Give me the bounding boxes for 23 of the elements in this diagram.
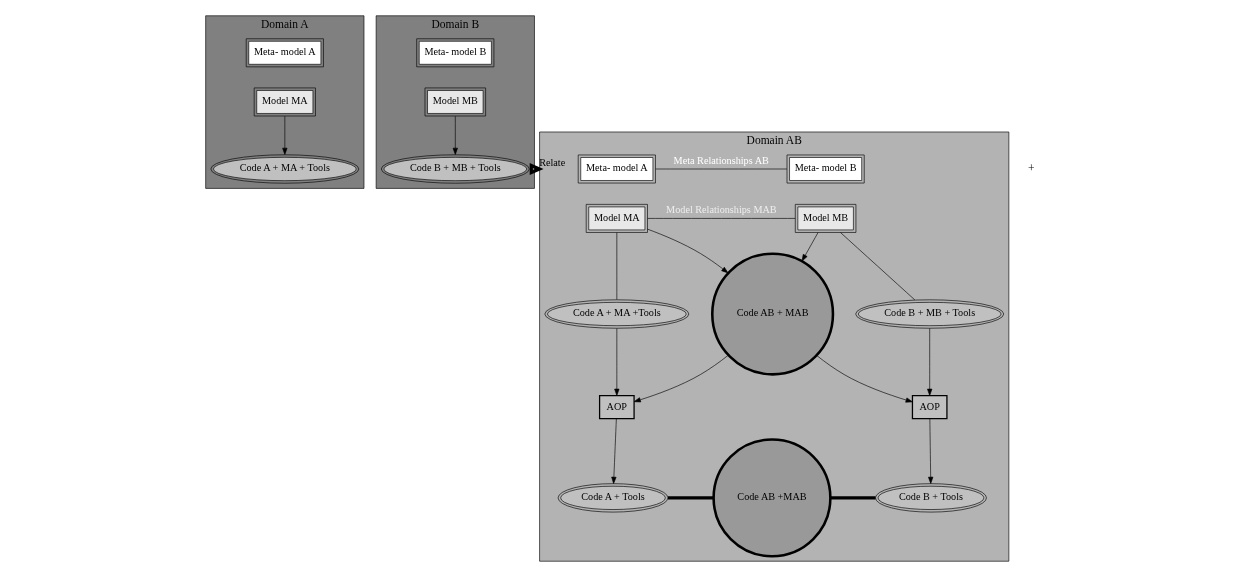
node-box: AOP — [598, 394, 635, 420]
edge-label: Meta Relationships AB — [673, 154, 769, 166]
connector — [616, 232, 617, 300]
arrow — [816, 355, 913, 403]
node-circle: Code AB +MAB — [711, 438, 832, 558]
arrow — [452, 115, 458, 155]
arrow — [926, 328, 932, 396]
arrow — [613, 328, 619, 396]
node-box: AOP — [911, 394, 948, 420]
connector — [654, 168, 787, 170]
connector — [667, 496, 714, 500]
connector — [829, 496, 876, 500]
arrow — [529, 162, 544, 176]
arrow — [927, 418, 933, 484]
arrow — [801, 232, 818, 262]
connector — [646, 218, 796, 219]
connector — [839, 232, 915, 301]
arrow — [633, 354, 729, 403]
arrow — [646, 228, 728, 274]
arrow — [610, 418, 617, 484]
edge-label: Relate — [538, 156, 565, 168]
label: + — [1027, 161, 1034, 174]
arrow — [281, 115, 287, 155]
